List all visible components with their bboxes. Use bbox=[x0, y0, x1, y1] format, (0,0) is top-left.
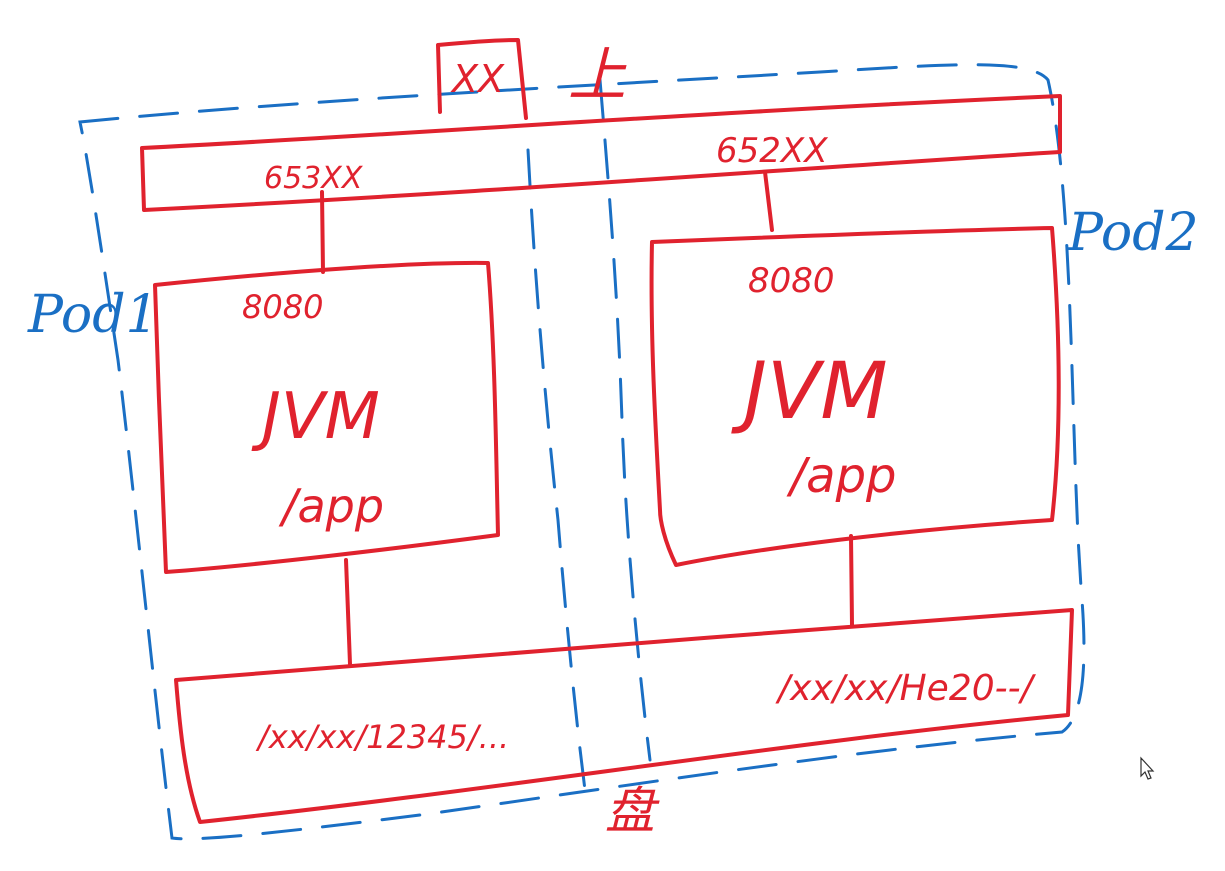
pod2-runtime-label: JVM bbox=[731, 347, 888, 437]
pod2-volume-path: /xx/xx/He20--/ bbox=[775, 668, 1037, 709]
pod2-port-connector bbox=[763, 170, 774, 232]
top-xx-label: XX bbox=[450, 57, 505, 101]
pod2-container-port: 8080 bbox=[748, 261, 835, 301]
pod2-volume-connector bbox=[849, 534, 854, 627]
top-xx-box bbox=[436, 38, 528, 120]
mouse-cursor-icon bbox=[1140, 756, 1155, 780]
volume-bar bbox=[174, 608, 1074, 824]
pod2-container-box bbox=[649, 226, 1061, 567]
top-glyph: 上 bbox=[568, 41, 627, 109]
pod1-volume-connector bbox=[344, 558, 352, 666]
pod1-container-port: 8080 bbox=[242, 288, 323, 326]
pod1-app-path: /app bbox=[278, 479, 384, 533]
pod1-node-port: 653XX bbox=[264, 161, 364, 196]
pod2-app-path: /app bbox=[786, 448, 897, 504]
pod1-runtime-label: JVM bbox=[251, 380, 380, 454]
left-inner-dashed-divider bbox=[526, 148, 587, 792]
pod1-volume-path: /xx/xx/12345/... bbox=[255, 718, 509, 756]
pod1-container-box bbox=[153, 260, 500, 574]
node-port-bar bbox=[140, 94, 1062, 212]
outer-dashed-border bbox=[78, 63, 1086, 841]
pod2-label: Pod2 bbox=[1067, 203, 1199, 263]
pod1-label: Pod1 bbox=[27, 285, 159, 345]
bottom-glyph: 盘 bbox=[605, 782, 660, 840]
pod2-node-port: 652XX bbox=[716, 131, 828, 171]
pod1-port-connector bbox=[320, 190, 325, 274]
